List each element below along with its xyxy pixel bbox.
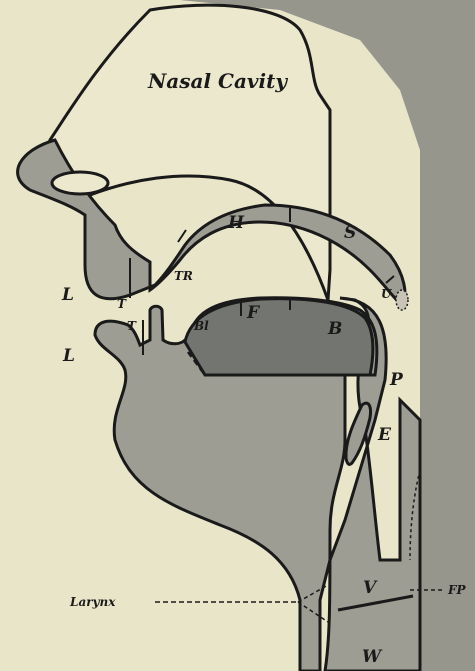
label-windpipe: W [362, 647, 383, 667]
label-hard-palate: H [227, 213, 245, 233]
tongue-body [185, 299, 373, 375]
label-front: F [246, 303, 261, 323]
nostril [52, 172, 108, 194]
label-food-passage: FP [447, 583, 467, 597]
label-nasal-cavity: Nasal Cavity [147, 69, 288, 93]
label-pharynx: P [389, 370, 404, 390]
label-teeth-ridge: TR [174, 269, 193, 283]
label-lower-teeth: T [127, 319, 137, 333]
label-vocal-cords: V [363, 578, 378, 598]
label-soft-palate: S [344, 223, 356, 243]
label-upper-teeth: T [117, 297, 127, 311]
label-upper-lip: L [61, 285, 74, 305]
label-uvula: U [381, 287, 393, 301]
label-blade: Bl [193, 319, 209, 333]
label-lower-lip: L [62, 346, 75, 366]
label-back: B [327, 319, 342, 339]
label-epiglottis: E [377, 425, 392, 445]
label-larynx: Larynx [69, 595, 116, 609]
